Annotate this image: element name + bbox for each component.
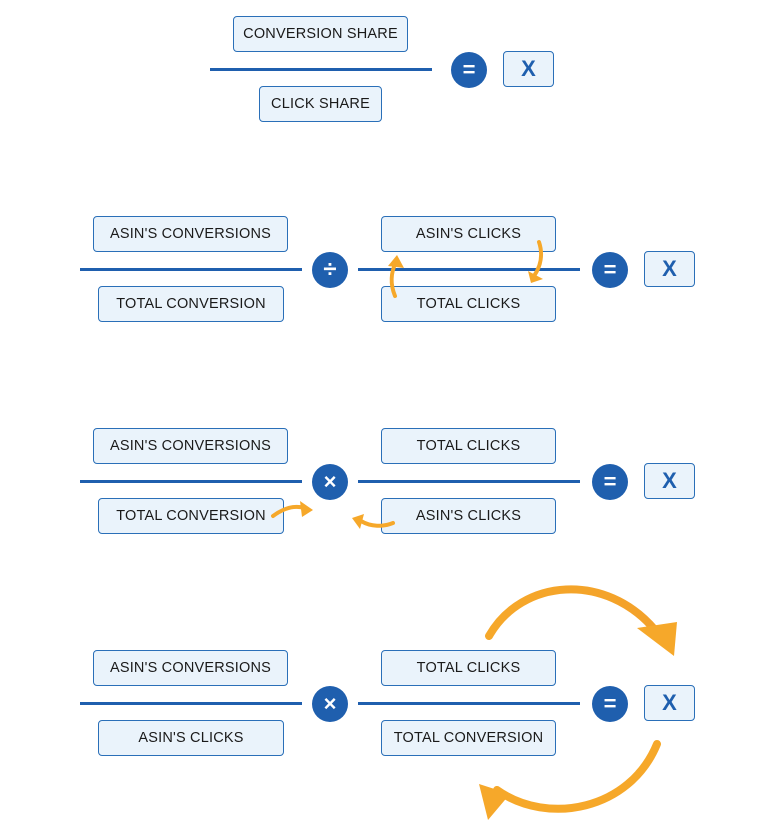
multiply-icon: × [312, 464, 348, 500]
equals-icon: = [451, 52, 487, 88]
divide-icon: ÷ [312, 252, 348, 288]
total-clicks-box: TOTAL CLICKS [381, 428, 556, 464]
equals-icon: = [592, 686, 628, 722]
asins-clicks-box: ASIN'S CLICKS [381, 498, 556, 534]
asins-clicks-box: ASIN'S CLICKS [381, 216, 556, 252]
total-clicks-box: TOTAL CLICKS [381, 286, 556, 322]
fraction-bar-left [80, 268, 302, 271]
equals-icon: = [592, 252, 628, 288]
fraction-bar-right [358, 268, 580, 271]
total-clicks-box: TOTAL CLICKS [381, 650, 556, 686]
fraction-bar-left [80, 480, 302, 483]
fraction-bar-right [358, 702, 580, 705]
result-x-box: X [644, 463, 695, 499]
total-conversion-box: TOTAL CONVERSION [98, 286, 284, 322]
result-x-box: X [644, 685, 695, 721]
fraction-bar [210, 68, 432, 71]
total-conversion-box: TOTAL CONVERSION [98, 498, 284, 534]
click-share-box: CLICK SHARE [259, 86, 382, 122]
asins-conversions-box: ASIN'S CONVERSIONS [93, 650, 288, 686]
fraction-bar-right [358, 480, 580, 483]
equals-icon: = [592, 464, 628, 500]
conversion-share-box: CONVERSION SHARE [233, 16, 408, 52]
result-x-box: X [503, 51, 554, 87]
total-conversion-box: TOTAL CONVERSION [381, 720, 556, 756]
asins-conversions-box: ASIN'S CONVERSIONS [93, 216, 288, 252]
fraction-bar-left [80, 702, 302, 705]
asins-clicks-box: ASIN'S CLICKS [98, 720, 284, 756]
result-x-box: X [644, 251, 695, 287]
move-right-arc-arrow-icon [485, 585, 677, 656]
asins-conversions-box: ASIN'S CONVERSIONS [93, 428, 288, 464]
multiply-icon: × [312, 686, 348, 722]
